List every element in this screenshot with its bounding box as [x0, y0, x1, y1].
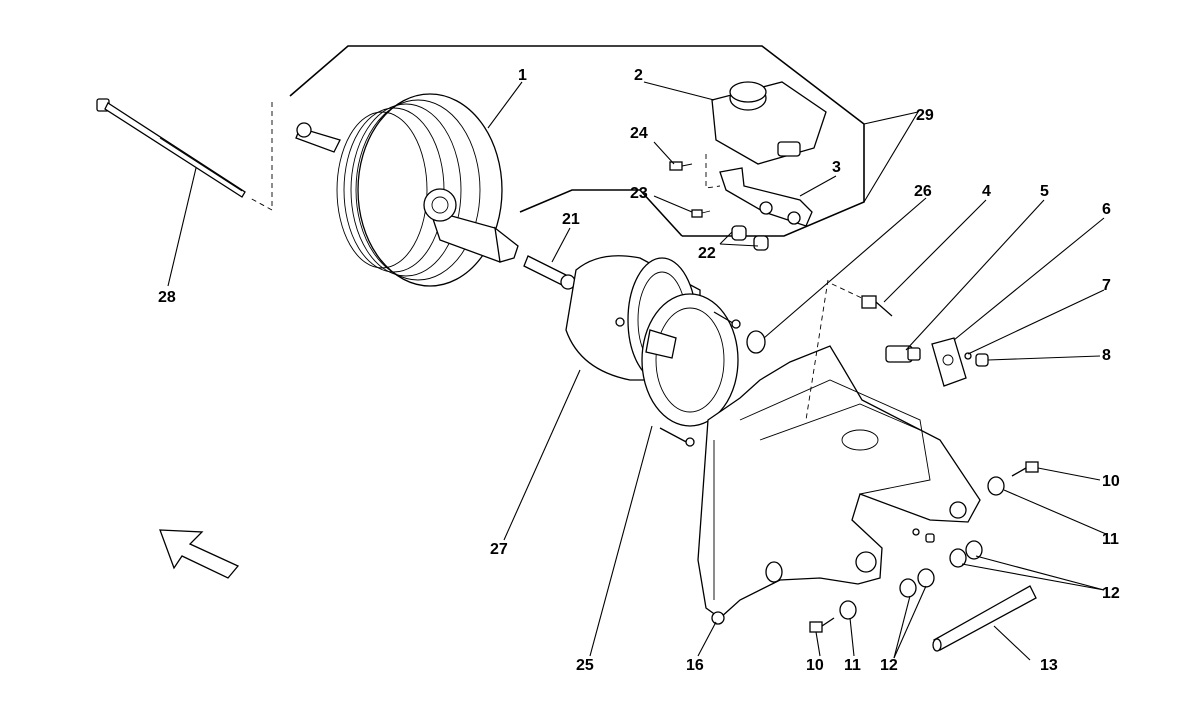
label-24: 24 — [630, 125, 648, 142]
part-28-long-bolt — [96, 98, 246, 198]
part-2-fluid-reservoir — [711, 81, 827, 165]
part-21-pushrod — [523, 255, 576, 290]
label-28: 28 — [158, 289, 176, 306]
label-3: 3 — [832, 159, 841, 176]
part-1-brake-booster — [295, 93, 519, 287]
part-23-screw — [691, 209, 711, 218]
part-16-mounting-bracket — [697, 345, 981, 625]
part-25-flange — [641, 293, 741, 447]
label-11-bottom: 11 — [844, 657, 861, 674]
arrow-up-left-icon — [159, 529, 240, 579]
part-7-nut — [964, 352, 972, 360]
part-4-bolt — [861, 295, 893, 317]
part-6-plate — [931, 337, 967, 387]
callout-labels: 1 2 3 4 5 6 7 8 10 11 12 13 12 11 10 16 … — [158, 67, 1120, 674]
label-4: 4 — [982, 183, 991, 200]
label-10-bottom: 10 — [806, 657, 824, 674]
label-5: 5 — [1040, 183, 1049, 200]
part-10-screw-right — [1011, 461, 1039, 477]
part-8-bushing — [975, 353, 989, 367]
part-12-bushings — [899, 528, 983, 598]
label-6: 6 — [1102, 201, 1111, 218]
label-29: 29 — [916, 107, 934, 124]
part-24-screw — [669, 161, 693, 171]
label-2: 2 — [634, 67, 643, 84]
label-27: 27 — [490, 541, 508, 558]
part-26-grommet — [746, 330, 766, 354]
label-12-bottom: 12 — [880, 657, 898, 674]
part-11-washer-bottom — [839, 600, 857, 620]
label-22: 22 — [698, 245, 716, 262]
part-11-washer-right — [987, 476, 1005, 496]
label-11-right: 11 — [1102, 531, 1119, 548]
label-23: 23 — [630, 185, 648, 202]
part-4-alignment-line — [805, 279, 829, 421]
label-25: 25 — [576, 657, 594, 674]
label-26: 26 — [914, 183, 932, 200]
part-13-pin — [932, 585, 1037, 652]
part-28-alignment-line — [249, 102, 273, 211]
label-13: 13 — [1040, 657, 1058, 674]
group-bracket-inner — [519, 189, 683, 237]
part-10-screw-bottom — [809, 617, 835, 633]
label-16: 16 — [686, 657, 704, 674]
label-10-right: 10 — [1102, 473, 1120, 490]
label-8: 8 — [1102, 347, 1111, 364]
part-4-alignment-line-2 — [831, 283, 867, 301]
label-7: 7 — [1102, 277, 1111, 294]
label-12-right: 12 — [1102, 585, 1120, 602]
label-21: 21 — [562, 211, 580, 228]
label-1: 1 — [518, 67, 527, 84]
part-24-alignment-line — [705, 154, 721, 189]
leader-lines — [167, 81, 1107, 661]
part-22-nuts — [731, 225, 769, 251]
part-5-switch — [885, 345, 921, 363]
part-3-bracket — [719, 167, 813, 227]
